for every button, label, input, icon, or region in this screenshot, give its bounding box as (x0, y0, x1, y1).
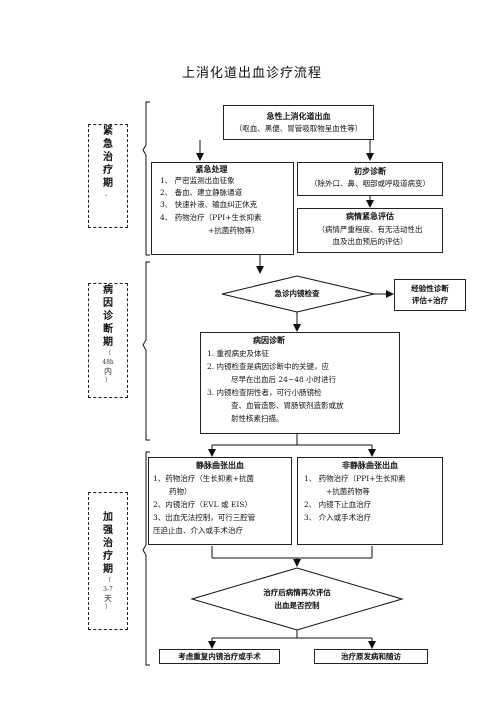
initial-diagnosis-box: 初步诊断 （除外口、鼻、咽部或呼吸道病变） (297, 162, 443, 196)
phase-bracket-diagnosis (142, 261, 150, 441)
risk-assessment-box: 病情紧急评估 （病情严重程度、有无活动性出 血及出血预后的评估） (297, 208, 443, 253)
etiology-box: 病因诊断 1. 重视病史及体征 2. 内镜检查是病因诊断中的关键，应 尽早在出血… (200, 332, 400, 434)
emergency-treatment-box: 紧急处理 1、 严密监测出血征象 2、 备血、建立静脉通道 3、 快速补液、输血… (151, 162, 294, 255)
outcome-right-box: 治疗原发病和随访 (314, 649, 428, 664)
phase-intensive: 加 强 治 疗 期 （ 3-7 天 ） (88, 492, 128, 630)
start-box: 急性上消化道出血 （呕血、黑便、胃管吸取物呈血性等） (223, 105, 374, 140)
phase-diagnosis: 病 因 诊 断 期 （ 48h 内 ） (88, 283, 128, 398)
phase-emergency: 紧 急 治 疗 期 、 (88, 124, 128, 228)
variceal-box: 静脉曲张出血 1、药物治疗（生长抑素+抗菌 药物） 2、内镜治疗（EVL 或 E… (148, 457, 292, 545)
reassess-diamond (190, 567, 404, 631)
endoscopy-label: 急诊内镜检查 (274, 289, 320, 298)
reassess-label: 治疗后病情再次评估 出血是否控制 (263, 588, 331, 610)
phase-bracket-intensive (142, 451, 150, 666)
phase-bracket-emergency (142, 101, 150, 256)
nonvariceal-box: 非静脉曲张出血 1、 药物治疗（PPI+生长抑素 +抗菌药物等 2、 内镜下止血… (297, 457, 443, 545)
outcome-left-box: 考虑重复内镜治疗或手术 (159, 649, 280, 664)
empiric-box: 经验性诊断 评估+治疗 (394, 279, 466, 311)
page-title: 上消化道出血诊疗流程 (181, 66, 322, 81)
